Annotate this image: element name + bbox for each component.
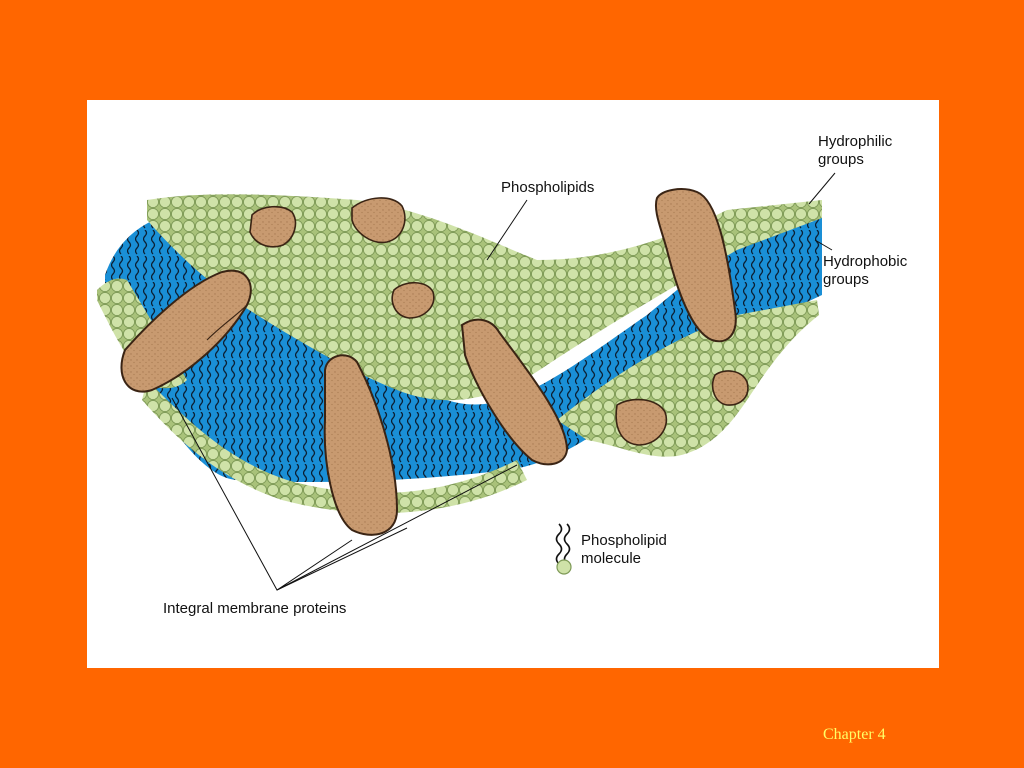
surface-protein-4 [615, 398, 668, 446]
surface-protein-5 [711, 370, 749, 406]
surface-protein-3 [391, 281, 435, 319]
phospholipids-leader [486, 199, 528, 261]
phospholipids-label: Phospholipids [501, 179, 595, 196]
phospholipid-molecule-icon [555, 523, 572, 575]
upper-head-sheet [147, 194, 822, 401]
hydrophilic-groups-label: Hydrophilic groups [818, 133, 893, 168]
hydrophilic-leader [808, 172, 836, 205]
membrane-illustration [97, 172, 836, 591]
hydrophobic-groups-label: Hydrophobic groups [823, 253, 908, 288]
phospholipid-molecule-label: Phospholipid molecule [581, 532, 667, 567]
integral-membrane-proteins-label: Integral membrane proteins [163, 600, 347, 617]
hydrophobic-leader [814, 239, 833, 251]
lower-head-row [142, 380, 527, 514]
membrane-diagram: Phospholipids Hydrophilic groups Hydroph… [87, 100, 939, 668]
integral-proteins-leader-2 [276, 527, 408, 591]
integral-protein-right [655, 188, 737, 343]
chapter-footer: Chapter 4 [823, 726, 886, 743]
surface-protein-1 [249, 205, 297, 248]
surface-protein-2 [351, 197, 406, 244]
integral-protein-center [323, 354, 399, 536]
integral-protein-left [120, 269, 252, 393]
integral-proteins-leader [171, 397, 518, 591]
integral-protein-middle [460, 318, 569, 466]
